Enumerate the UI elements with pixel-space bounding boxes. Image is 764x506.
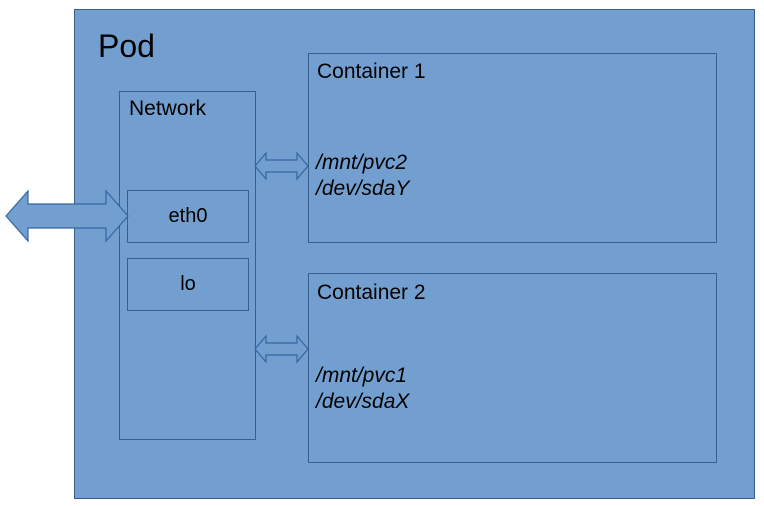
container-1-mount-dev: /dev/sdaY [316, 177, 410, 200]
container-1-mounts: /mnt/pvc2 /dev/sdaY [316, 150, 409, 202]
interface-eth0-label: eth0 [168, 205, 208, 227]
pod-box [74, 9, 755, 499]
interface-lo-label: lo [180, 273, 196, 295]
network-box [119, 91, 256, 440]
network-title: Network [129, 97, 207, 120]
container-2-mount-pvc: /mnt/pvc1 [316, 364, 408, 387]
container-2-mount-dev: /dev/sdaX [316, 390, 410, 413]
container-2-title: Container 2 [317, 281, 426, 304]
pod-title: Pod [98, 28, 155, 64]
network-container-1-arrow [254, 151, 309, 181]
interface-lo: lo [127, 258, 249, 311]
container-1-mount-pvc: /mnt/pvc2 [316, 151, 408, 174]
network-container-2-arrow [254, 334, 309, 364]
container-2-mounts: /mnt/pvc1 /dev/sdaX [316, 363, 409, 415]
external-eth0-arrow [5, 189, 129, 243]
container-2-box [308, 273, 717, 463]
container-1-title: Container 1 [317, 60, 426, 83]
container-1-box [308, 53, 717, 243]
